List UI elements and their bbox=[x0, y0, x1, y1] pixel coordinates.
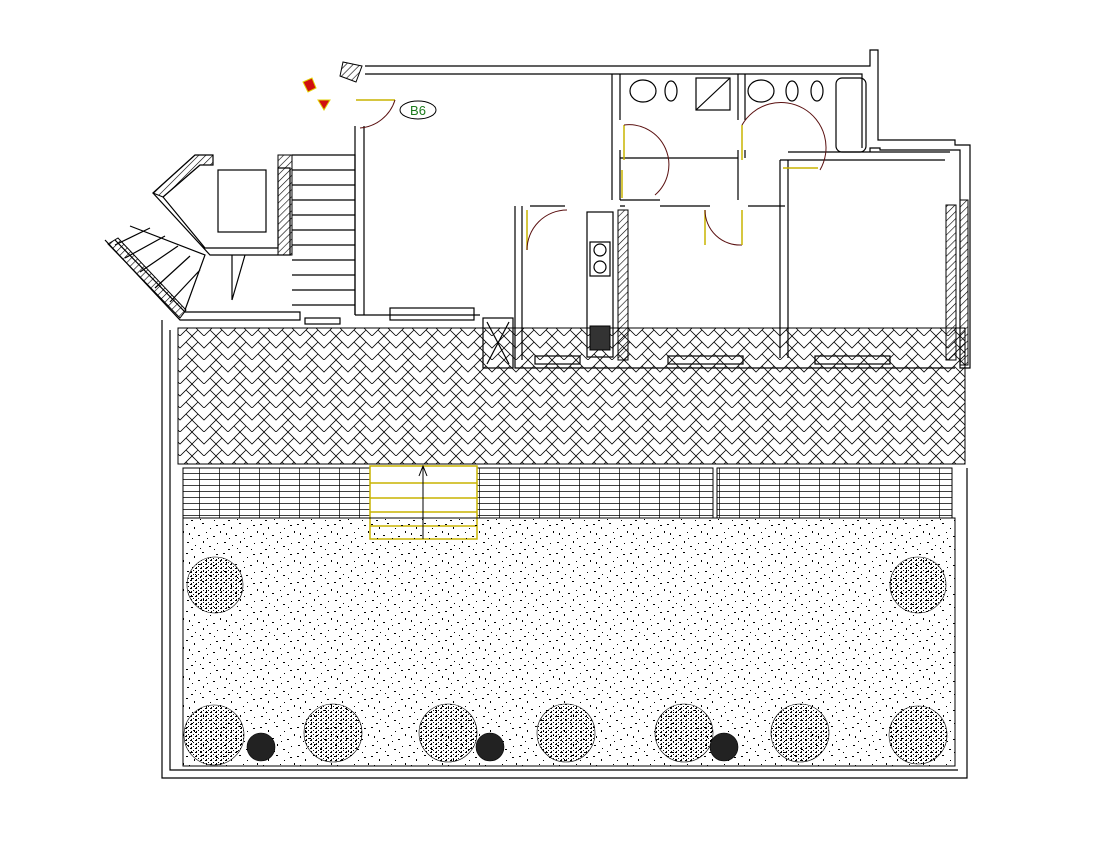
deck bbox=[182, 467, 953, 519]
room-tag: B6 bbox=[399, 100, 437, 120]
room-tag-label: B6 bbox=[410, 103, 426, 118]
trees bbox=[183, 556, 948, 766]
shrub bbox=[709, 732, 739, 762]
tree bbox=[888, 705, 948, 765]
tree bbox=[889, 556, 947, 614]
tree bbox=[303, 703, 363, 763]
tree bbox=[654, 703, 714, 763]
shrub bbox=[475, 732, 505, 762]
bathroom-fixtures bbox=[629, 77, 867, 153]
tree bbox=[186, 556, 244, 614]
tree bbox=[183, 704, 245, 766]
patio-paving bbox=[177, 327, 966, 465]
survey-marker-icons bbox=[302, 77, 331, 111]
tree bbox=[418, 703, 478, 763]
shrub bbox=[246, 732, 276, 762]
site-boundary bbox=[161, 320, 968, 779]
tree bbox=[536, 703, 596, 763]
stair-core bbox=[104, 154, 356, 321]
apartment-walls bbox=[304, 49, 971, 369]
doors bbox=[356, 99, 827, 251]
tree bbox=[770, 703, 830, 763]
kitchen-counter bbox=[586, 211, 614, 358]
